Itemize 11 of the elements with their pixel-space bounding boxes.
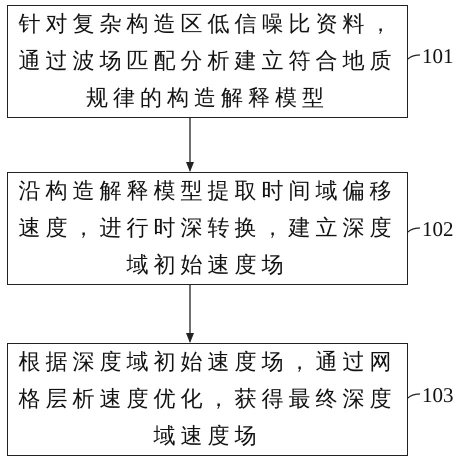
process-box: 根据深度域初始速度场，通过网格层析速度优化，获得最终深度域速度场 bbox=[7, 343, 408, 456]
leader-line bbox=[408, 393, 420, 398]
step-number: 102 bbox=[422, 217, 470, 243]
process-box: 针对复杂构造区低信噪比资料，通过波场匹配分析建立符合地质规律的构造解释模型 bbox=[7, 5, 408, 118]
process-box: 沿构造解释模型提取时间域偏移速度，进行时深转换，建立深度域初始速度场 bbox=[7, 172, 408, 285]
arrow bbox=[186, 285, 194, 343]
arrow bbox=[186, 118, 194, 172]
leader-line bbox=[408, 227, 420, 232]
step-number: 103 bbox=[422, 383, 470, 409]
leader-line bbox=[408, 54, 420, 60]
step-number: 101 bbox=[422, 44, 470, 70]
